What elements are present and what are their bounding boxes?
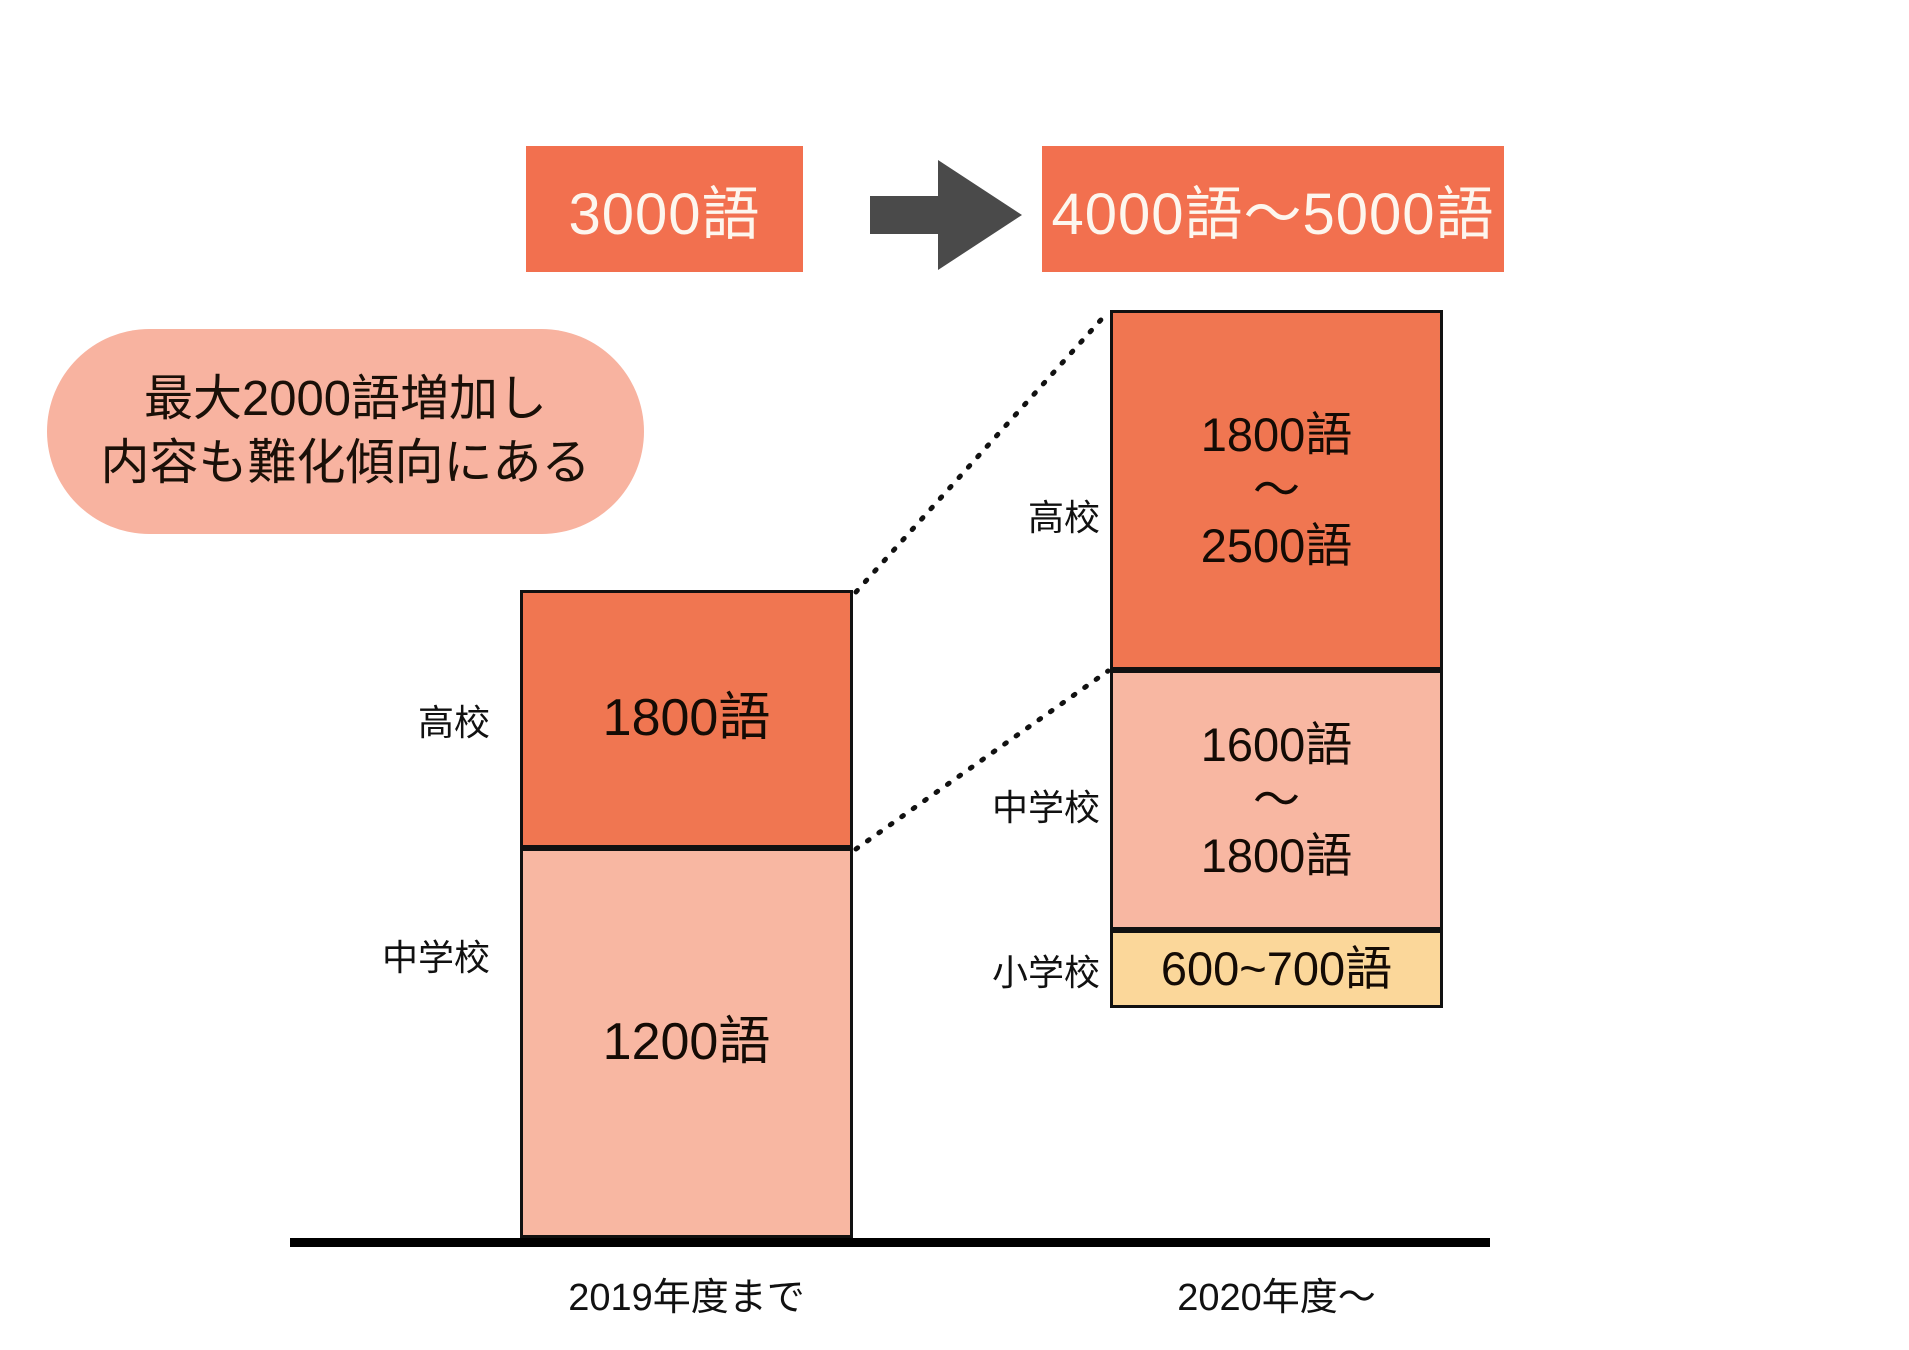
right-bar-elementary-label: 小学校 — [991, 952, 1100, 993]
right-bar-highschool-segment: 1800語 ～ 2500語 — [1110, 310, 1443, 670]
left-bar-highschool-segment: 1800語 — [520, 590, 853, 848]
right-bar-juniorhigh-segment: 1600語 ～ 1800語 — [1110, 670, 1443, 930]
callout-line-1: 最大2000語増加し — [143, 371, 547, 426]
right-bar-juniorhigh-label: 中学校 — [991, 787, 1100, 828]
chart-baseline-axis — [290, 1238, 1490, 1247]
axis-caption-2019: 2019年度まで — [568, 1277, 805, 1319]
right-block-arrow-icon — [870, 160, 1022, 270]
total-words-before-banner: 3000語 — [526, 146, 803, 272]
connector-top-line — [853, 309, 1111, 595]
left-bar-juniorhigh-segment: 1200語 — [520, 848, 853, 1238]
axis-caption-2020: 2020年度～ — [1177, 1277, 1376, 1319]
left-bar-highschool-label: 高校 — [417, 702, 490, 743]
right-bar-elementary-segment: 600~700語 — [1110, 930, 1443, 1008]
total-words-after-banner: 4000語～5000語 — [1042, 146, 1504, 272]
callout-line-2: 内容も難化傾向にある — [100, 435, 591, 490]
left-bar-juniorhigh-label: 中学校 — [381, 937, 490, 978]
increase-note-callout: 最大2000語増加し 内容も難化傾向にある — [47, 329, 644, 534]
right-bar-highschool-label: 高校 — [1027, 497, 1100, 538]
